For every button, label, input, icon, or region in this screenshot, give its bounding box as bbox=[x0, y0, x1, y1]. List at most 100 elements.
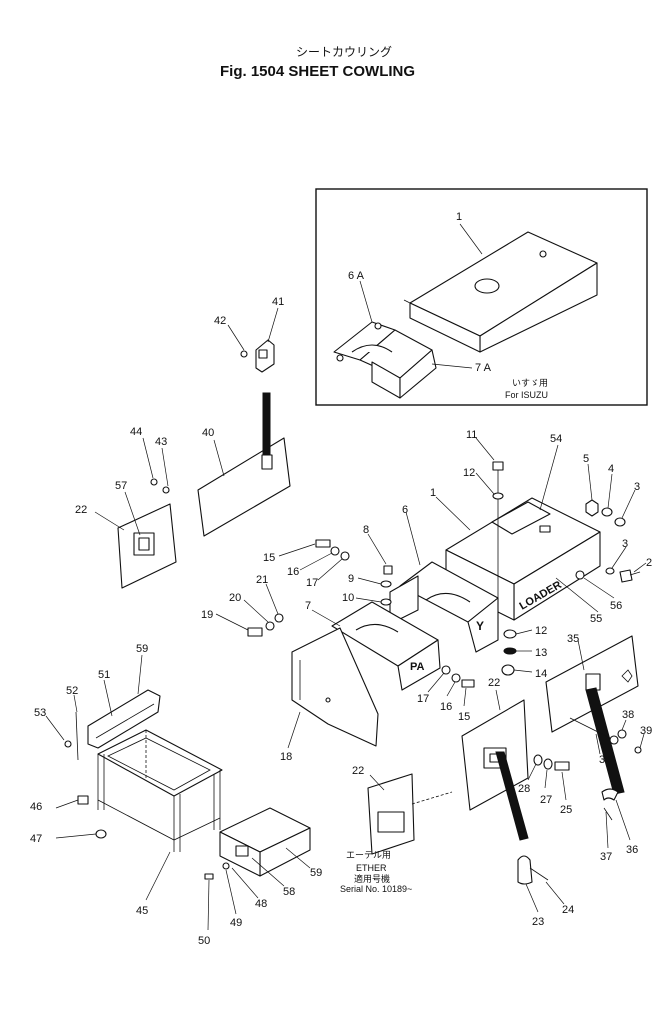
callout-12-top: 12 bbox=[463, 467, 475, 479]
callout-45: 45 bbox=[136, 905, 148, 917]
callout-6: 6 bbox=[402, 504, 408, 516]
callout-35: 35 bbox=[567, 633, 579, 645]
callout-1-main: 1 bbox=[430, 487, 436, 499]
callout-20: 20 bbox=[229, 592, 241, 604]
panel-part-35: 35 bbox=[545, 633, 639, 795]
callout-21: 21 bbox=[256, 574, 268, 586]
callout-59-lower: 59 bbox=[310, 867, 322, 879]
callout-42: 42 bbox=[214, 315, 226, 327]
side-panel-part-22-left: 43 44 57 22 bbox=[75, 426, 177, 589]
callout-50: 50 bbox=[198, 935, 210, 947]
ether-note-serial: Serial No. 10189~ bbox=[340, 884, 412, 894]
callout-49: 49 bbox=[230, 917, 242, 929]
callout-4: 4 bbox=[608, 463, 614, 475]
callout-10: 10 bbox=[342, 592, 354, 604]
callout-3-top: 3 bbox=[634, 481, 640, 493]
callout-14: 14 bbox=[535, 668, 547, 680]
callout-22-center: 22 bbox=[488, 677, 500, 689]
callout-52: 52 bbox=[66, 685, 78, 697]
y-lettering: Y bbox=[476, 619, 484, 633]
right-hardware: 5 4 3 3 2 bbox=[583, 453, 652, 583]
callout-46: 46 bbox=[30, 801, 42, 813]
callout-51: 51 bbox=[98, 669, 110, 681]
inset-bracket-part-6a-7a bbox=[333, 321, 437, 399]
hardware-12-13-14: 12 13 14 bbox=[501, 625, 547, 680]
callout-39: 39 bbox=[640, 725, 652, 737]
callout-17-lower: 17 bbox=[417, 693, 429, 705]
frame-part-45: 45 46 47 bbox=[30, 729, 223, 917]
callout-22-ether: 22 bbox=[352, 765, 364, 777]
callout-6a: 6 A bbox=[348, 270, 365, 282]
callout-23: 23 bbox=[532, 916, 544, 928]
callout-38: 38 bbox=[622, 709, 634, 721]
callout-55: 55 bbox=[590, 613, 602, 625]
leader-1-inset bbox=[459, 223, 483, 255]
callout-37: 37 bbox=[600, 851, 612, 863]
figure-title: Fig. 1504 SHEET COWLING bbox=[220, 63, 415, 80]
ether-note-kana: エーテル用 bbox=[346, 850, 391, 860]
callout-18: 18 bbox=[280, 751, 292, 763]
bracket-part-7: PA 7 bbox=[305, 600, 441, 691]
callout-59-upper: 59 bbox=[136, 643, 148, 655]
hardware-34-38-39: 34 38 39 bbox=[569, 709, 652, 766]
isuzu-note-kana: いすゞ用 bbox=[512, 378, 548, 388]
callout-3-mid: 3 bbox=[622, 538, 628, 550]
callout-19: 19 bbox=[201, 609, 213, 621]
ether-note-kana-serial: 適用号機 bbox=[354, 873, 390, 884]
bolts-8-9-10: 8 9 10 bbox=[342, 524, 393, 606]
hardware-28-27-25: 28 27 25 bbox=[518, 754, 572, 816]
bolts-15-16-17-upper: 15 16 17 bbox=[263, 539, 350, 589]
callout-36: 36 bbox=[626, 844, 638, 856]
callout-48: 48 bbox=[255, 898, 267, 910]
callout-47: 47 bbox=[30, 833, 42, 845]
bolts-15-16-17-lower: 17 16 15 bbox=[417, 665, 475, 723]
callout-15-upper: 15 bbox=[263, 552, 275, 564]
callout-2: 2 bbox=[646, 557, 652, 569]
callout-56: 56 bbox=[610, 600, 622, 612]
plate-part-40: 40 bbox=[197, 392, 291, 537]
callout-16-lower: 16 bbox=[440, 701, 452, 713]
leader-7a bbox=[431, 363, 473, 369]
callout-44: 44 bbox=[130, 426, 142, 438]
hardware-23-24: 23 24 bbox=[517, 855, 574, 928]
callout-53: 53 bbox=[34, 707, 46, 719]
bracket-part-6: Y 6 bbox=[389, 504, 499, 653]
callout-7: 7 bbox=[305, 600, 311, 612]
callout-17-upper: 17 bbox=[306, 577, 318, 589]
callout-57: 57 bbox=[115, 480, 127, 492]
callout-41: 41 bbox=[272, 296, 284, 308]
callout-7a: 7 A bbox=[475, 362, 492, 374]
callout-28: 28 bbox=[518, 783, 530, 795]
callout-15-lower: 15 bbox=[458, 711, 470, 723]
ether-note-ether: ETHER bbox=[356, 863, 387, 873]
box-part-58: 59 58 48 49 50 bbox=[198, 807, 322, 947]
inset-cover-part-1 bbox=[403, 231, 598, 353]
panel-part-18: 18 bbox=[280, 627, 379, 763]
bolt-part-11: 11 12 bbox=[463, 429, 504, 600]
callout-58: 58 bbox=[283, 886, 295, 898]
leader-6a bbox=[359, 280, 373, 323]
callout-9: 9 bbox=[348, 573, 354, 585]
latch-part-41: 41 42 bbox=[214, 296, 284, 373]
callout-12-mid: 12 bbox=[535, 625, 547, 637]
callout-8: 8 bbox=[363, 524, 369, 536]
callout-27: 27 bbox=[540, 794, 552, 806]
callout-1-inset: 1 bbox=[456, 211, 462, 223]
callout-40: 40 bbox=[202, 427, 214, 439]
callout-22-left: 22 bbox=[75, 504, 87, 516]
isuzu-inset-box: 1 6 A 7 A いすゞ用 For ISUZU bbox=[315, 188, 648, 406]
callout-24: 24 bbox=[562, 904, 574, 916]
ether-plate-part-22: 22 エーテル用 ETHER 適用号機 Serial No. 10189~ bbox=[340, 765, 453, 894]
pa-lettering: PA bbox=[410, 661, 425, 673]
callout-34: 34 bbox=[599, 754, 611, 766]
hardware-37-36: 37 36 bbox=[600, 788, 638, 863]
callout-5: 5 bbox=[583, 453, 589, 465]
callout-16-upper: 16 bbox=[287, 566, 299, 578]
callout-11: 11 bbox=[466, 429, 477, 441]
cover-part-51: 59 51 52 53 bbox=[34, 643, 161, 761]
callout-54: 54 bbox=[550, 433, 562, 445]
panel-part-22-center: 22 bbox=[461, 677, 529, 841]
callout-13: 13 bbox=[535, 647, 547, 659]
